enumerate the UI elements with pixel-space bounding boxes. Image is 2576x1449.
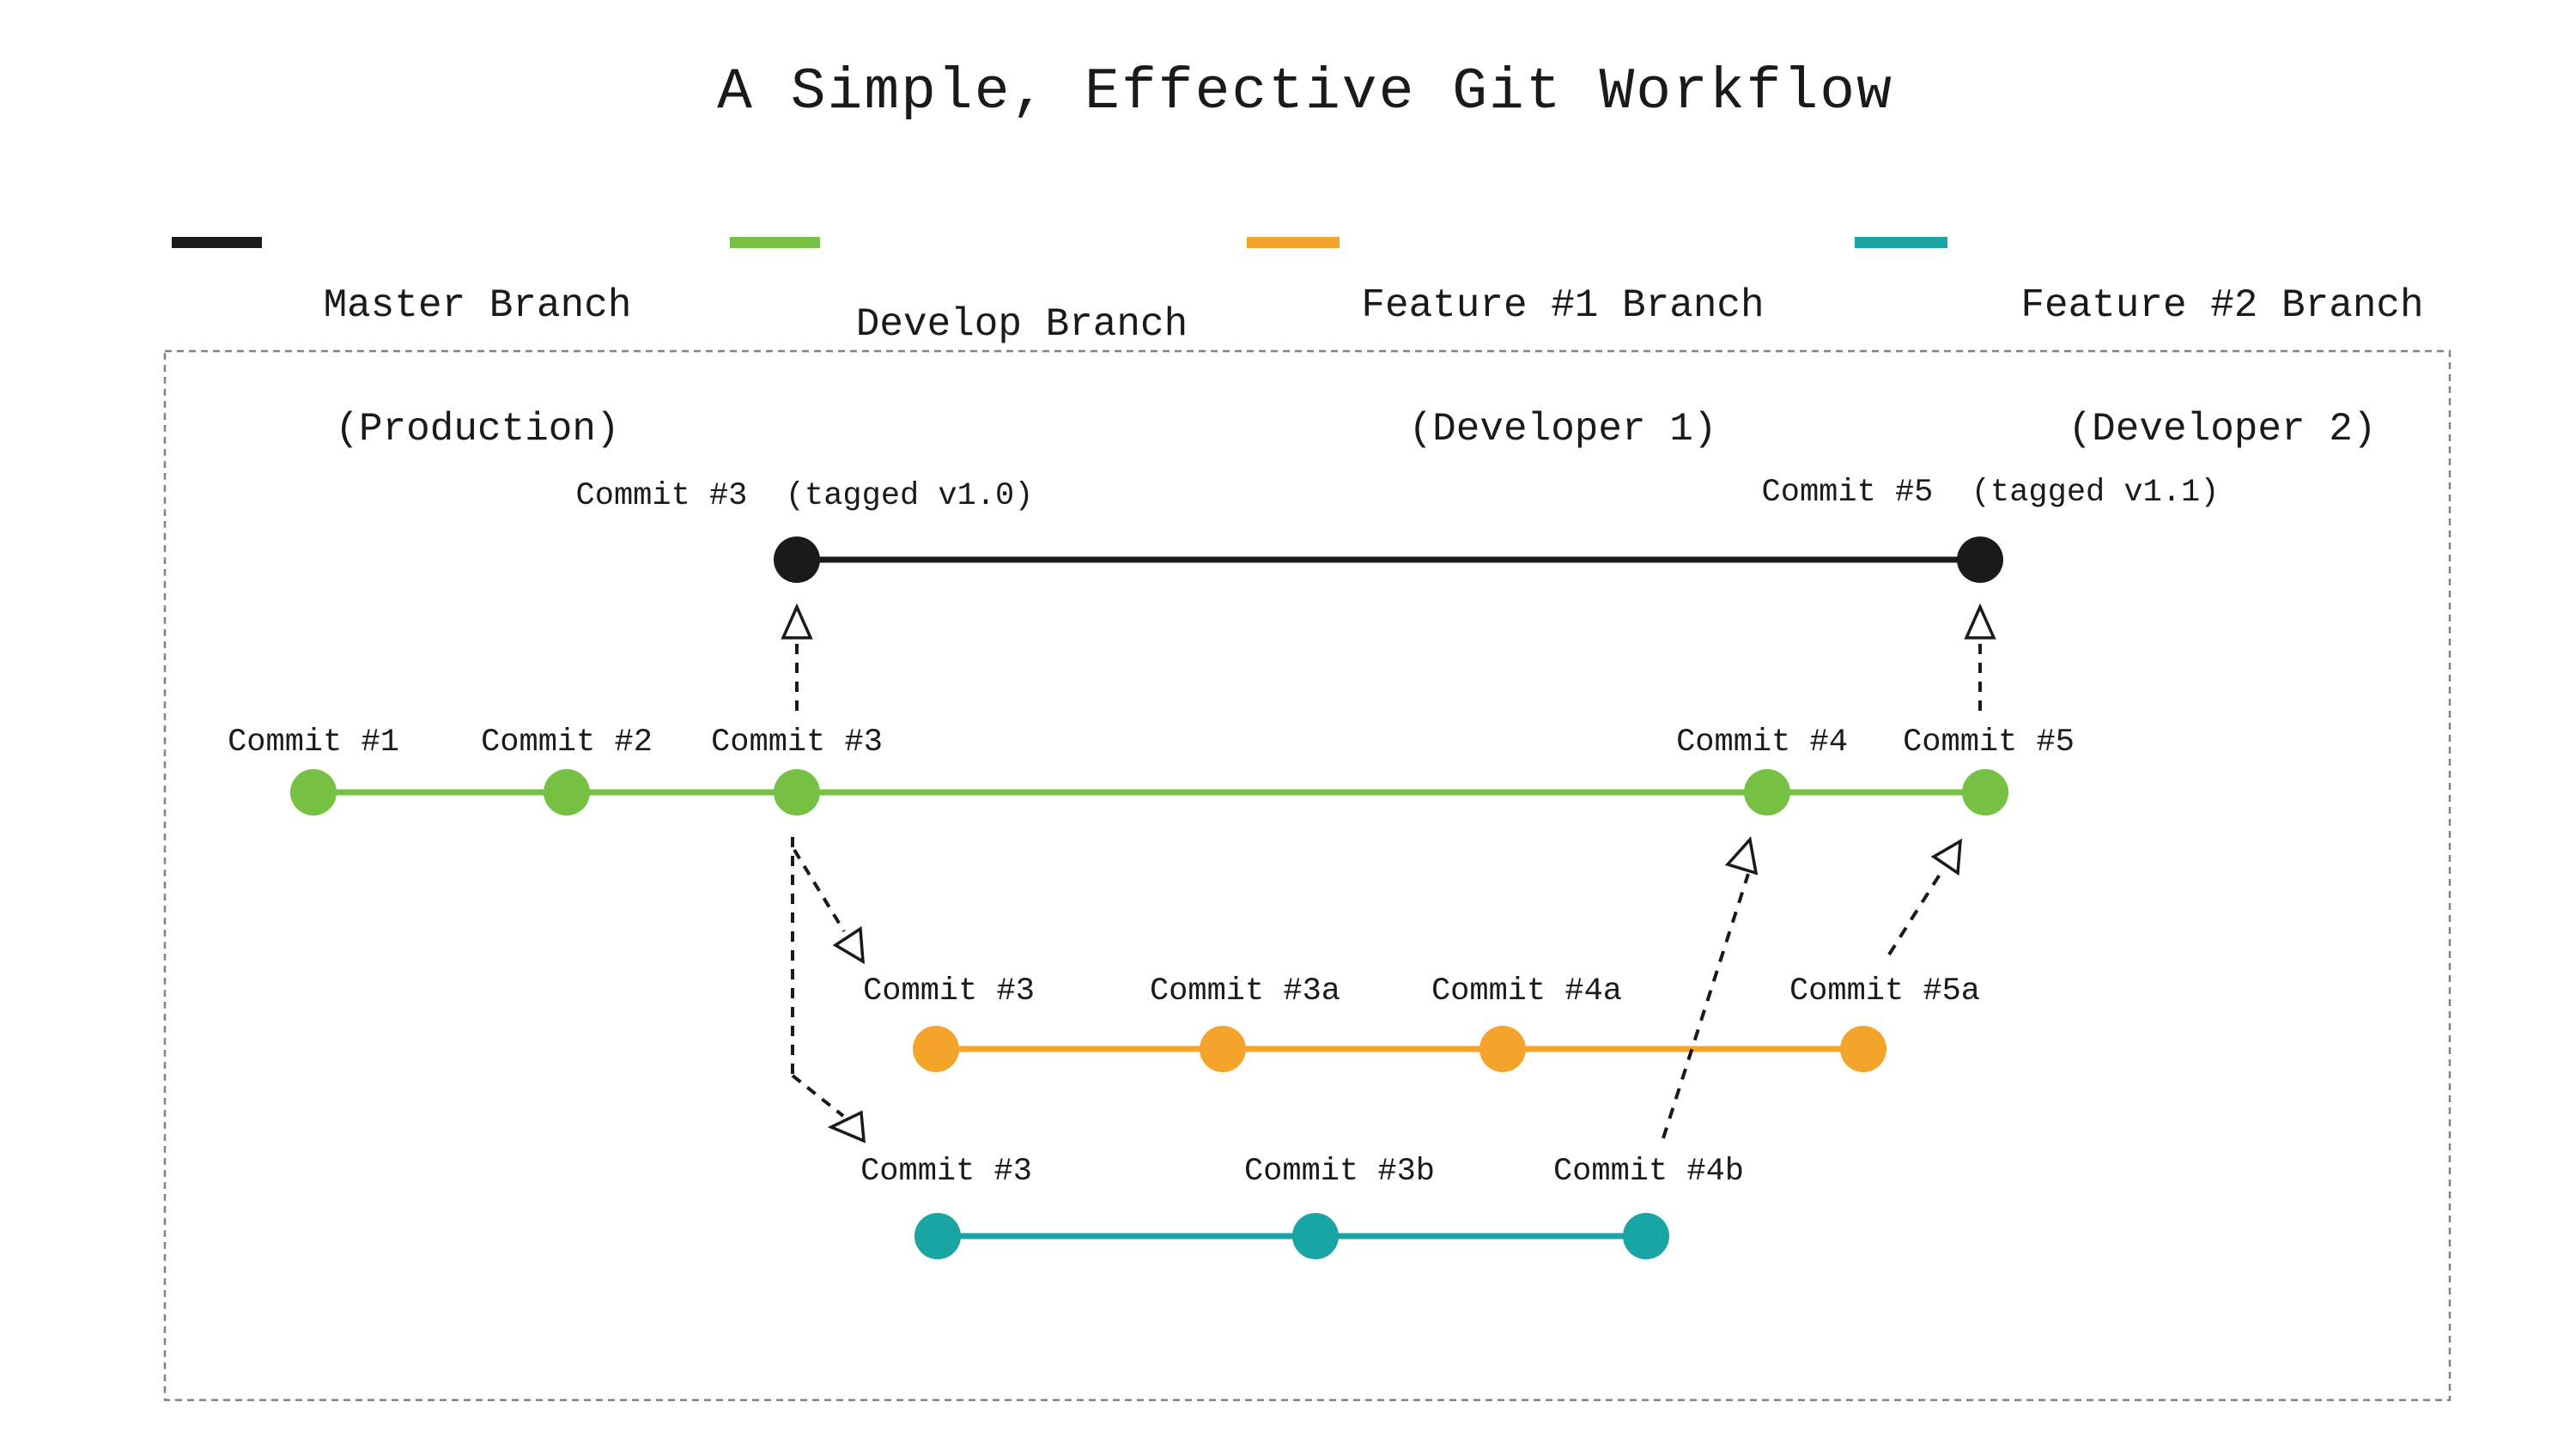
master-commit-node-v1.1 [1957,537,2003,583]
branch-arrow-to-feature1-line [793,848,846,933]
feature2-commit-node-3b [1292,1213,1339,1259]
feature1-commit-label-5a: Commit #5a [1789,973,1981,1009]
legend-label-feature2-line1: Feature #2 Branch [2020,283,2424,328]
develop-commit-node-3 [774,769,820,815]
feature1-commit-node-4a [1479,1026,1526,1072]
legend-label-develop-line1: Develop Branch [855,302,1188,347]
develop-commit-label-5: Commit #5 [1903,724,2075,761]
feature2-commit-node-4b [1623,1213,1669,1259]
merge-arrow-develop5-to-master-head [1964,603,1996,640]
develop-commit-label-2: Commit #2 [481,724,653,761]
merge-arrow-develop3-to-master-head [781,603,813,640]
page-title: A Simple, Effective Git Workflow [717,59,1893,125]
legend-swatch-feature1 [1247,237,1340,248]
feature2-commit-node-3 [914,1213,961,1259]
develop-commit-node-1 [290,769,337,815]
develop-commit-label-1: Commit #1 [228,724,399,761]
branch-arrow-to-feature2-head [827,1110,866,1143]
develop-commit-node-4 [1744,769,1790,815]
branch-arrow-to-feature1-head [832,925,866,965]
legend-label-feature2-line2: (Developer 2) [2068,407,2377,452]
legend-label-feature1-line2: (Developer 1) [1408,407,1717,452]
feature2-commit-label-4b: Commit #4b [1552,1154,1745,1190]
legend-label-feature1: Feature #1 Branch (Developer 1) [1361,203,1764,491]
feature1-commit-label-3: Commit #3 [863,973,1035,1009]
merge-arrow-5a-to-develop5-head [1930,838,1963,876]
branch-arrow-to-feature2-line [791,1074,845,1118]
diagram-border [163,349,2451,1402]
merge-arrow-4b-to-develop4-line [1662,873,1750,1139]
feature2-commit-label-3: Commit #3 [860,1154,1032,1190]
feature1-commit-node-3a [1200,1026,1246,1072]
legend-label-master-line1: Master Branch [323,283,632,328]
feature1-commit-node-5a [1840,1026,1886,1072]
develop-commit-node-5 [1962,769,2008,815]
master-commit-node-v1.0 [774,537,820,583]
develop-commit-label-3: Commit #3 [711,724,883,761]
legend-label-develop: Develop Branch [856,221,1188,386]
master-commit-label-v1.1: Commit #5 (tagged v1.1) [1761,475,2220,511]
legend-swatch-master [172,237,262,248]
develop-commit-node-2 [544,769,590,815]
legend-label-master: Master Branch (Production) [324,203,632,491]
legend-label-feature1-line1: Feature #1 Branch [1361,283,1765,328]
master-commit-label-v1.0: Commit #3 (tagged v1.0) [575,478,1034,514]
feature1-commit-label-3a: Commit #3a [1149,973,1341,1009]
feature1-commit-node-3 [913,1026,959,1072]
develop-commit-label-4: Commit #4 [1676,724,1848,761]
merge-arrow-5a-to-develop5-line [1887,869,1944,956]
merge-arrow-4b-to-develop4-head [1724,836,1759,876]
legend-label-master-line2: (Production) [335,407,620,452]
legend-label-feature2: Feature #2 Branch (Developer 2) [2020,203,2423,491]
feature1-commit-label-4a: Commit #4a [1431,973,1623,1009]
legend-swatch-develop [730,237,820,248]
legend-swatch-feature2 [1855,237,1947,248]
feature2-commit-label-3b: Commit #3b [1243,1154,1436,1190]
